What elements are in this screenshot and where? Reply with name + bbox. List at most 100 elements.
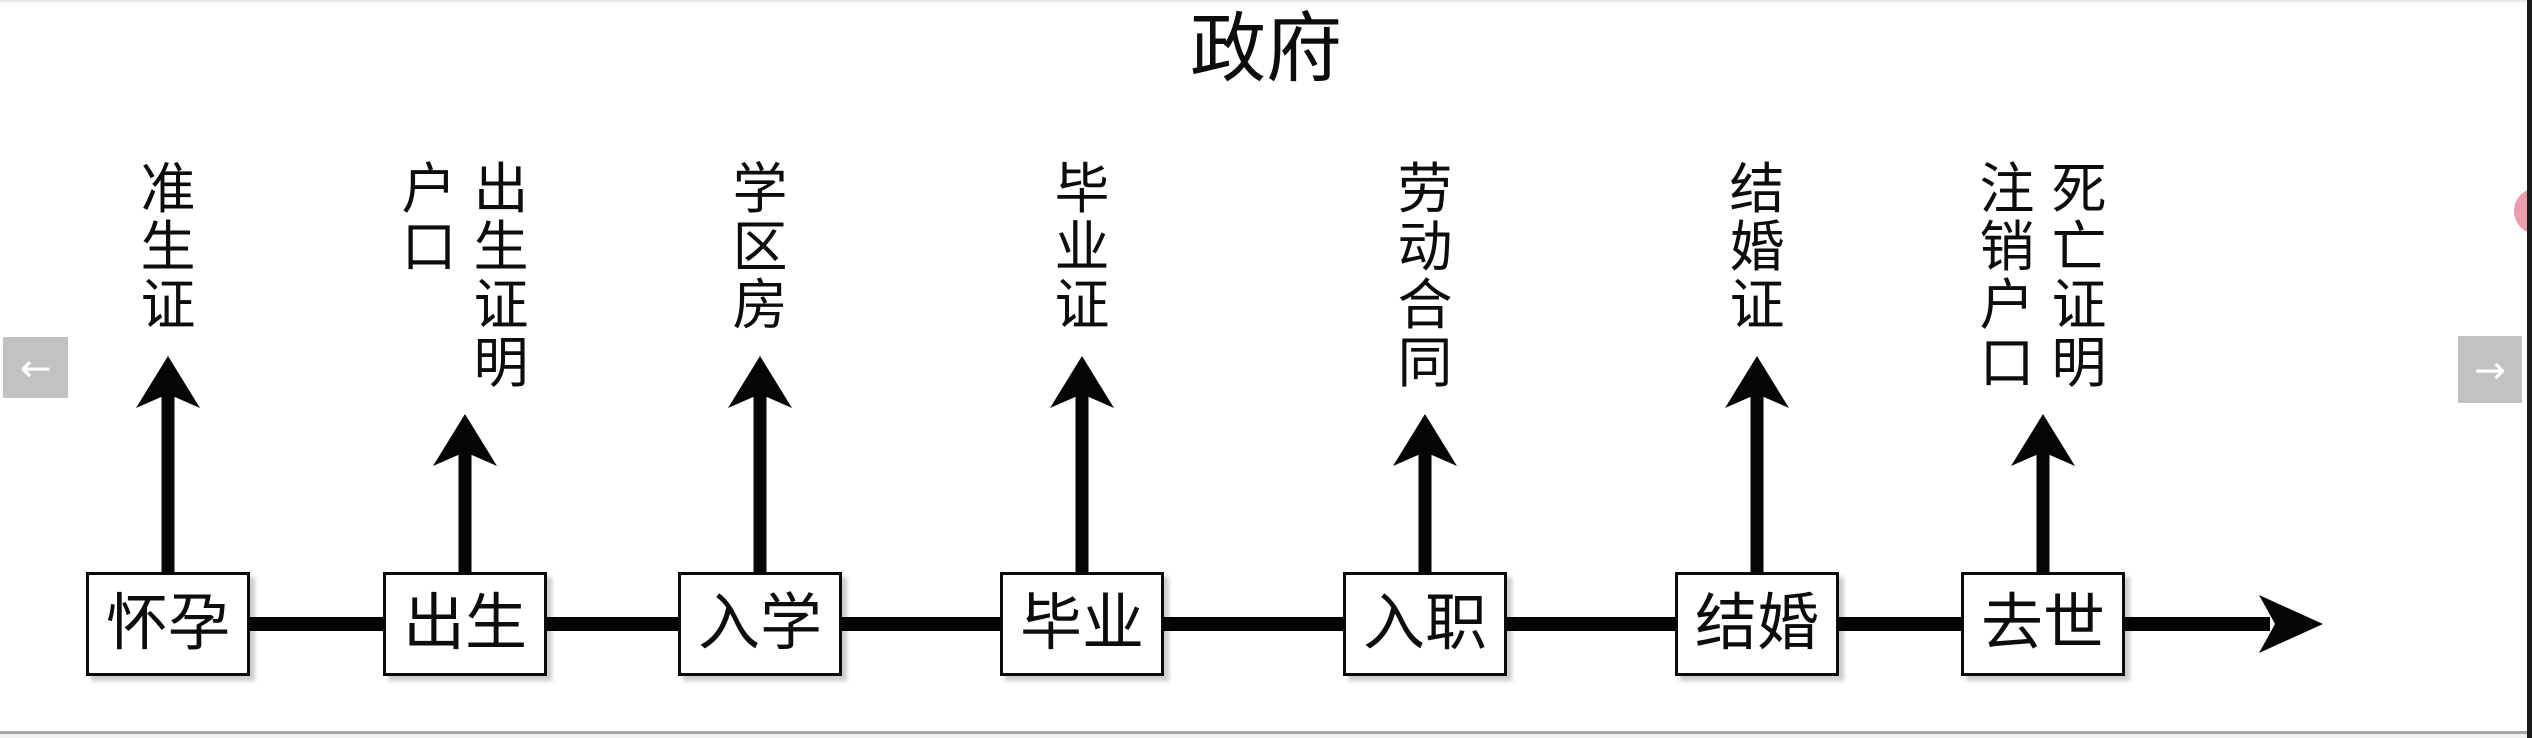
document-char: 证	[1729, 274, 1785, 336]
document-column: 劳动合同	[1396, 160, 1454, 392]
document-column: 准生证	[139, 160, 197, 334]
timeline-stage: 劳动合同 入职	[1305, 0, 1545, 738]
event-box: 结婚	[1675, 572, 1839, 676]
document-char: 户	[1979, 274, 2035, 336]
timeline-stage: 准生证 怀孕	[48, 0, 288, 738]
document-column: 毕业证	[1053, 160, 1111, 334]
up-arrow	[136, 356, 200, 572]
left-arrow-icon: ←	[19, 345, 52, 390]
document-label: 户口出生证明	[400, 160, 530, 392]
event-label: 入学	[697, 589, 822, 658]
document-char: 结	[1729, 158, 1785, 220]
document-char: 业	[1054, 216, 1110, 278]
up-arrow	[1050, 356, 1114, 572]
document-column: 注销户口	[1978, 160, 2036, 392]
document-char: 证	[1054, 274, 1110, 336]
prev-slide-button[interactable]: ←	[3, 337, 68, 398]
up-arrow-shaft	[1418, 448, 1432, 572]
bottom-border	[0, 731, 2532, 734]
up-arrowhead-icon	[1050, 356, 1114, 408]
page-title: 政府	[1190, 7, 1342, 92]
document-char: 劳	[1397, 158, 1453, 220]
document-char: 注	[1979, 158, 2035, 220]
next-slide-button[interactable]: →	[2458, 336, 2522, 403]
up-arrow-shaft	[753, 390, 767, 572]
event-label: 结婚	[1694, 589, 1819, 658]
bottom-haze	[0, 734, 2532, 738]
up-arrowhead-icon	[1725, 356, 1789, 408]
document-label: 学区房	[731, 160, 789, 334]
document-char: 明	[473, 332, 529, 394]
event-label: 毕业	[1019, 589, 1144, 658]
timeline-stage: 学区房 入学	[640, 0, 880, 738]
event-label: 出生	[402, 589, 527, 658]
document-column: 户口	[400, 160, 458, 392]
document-label: 结婚证	[1728, 160, 1786, 334]
right-border	[2527, 0, 2532, 738]
up-arrow-shaft	[2036, 448, 2050, 572]
event-label: 去世	[1980, 589, 2105, 658]
document-column: 结婚证	[1728, 160, 1786, 334]
document-label: 准生证	[139, 160, 197, 334]
event-box: 出生	[383, 572, 547, 676]
up-arrow	[1725, 356, 1789, 572]
document-label: 毕业证	[1053, 160, 1111, 334]
up-arrowhead-icon	[2011, 414, 2075, 466]
timeline-stage: 毕业证 毕业	[962, 0, 1202, 738]
document-char: 合	[1397, 274, 1453, 336]
timeline-end-arrowhead	[2259, 595, 2323, 653]
event-label: 怀孕	[105, 589, 230, 658]
document-char: 户	[401, 158, 457, 220]
document-label: 注销户口死亡证明	[1978, 160, 2108, 392]
document-char: 死	[2051, 158, 2107, 220]
document-char: 生	[140, 216, 196, 278]
top-border	[0, 0, 2532, 2]
up-arrow-shaft	[1075, 390, 1089, 572]
event-label: 入职	[1362, 589, 1487, 658]
document-char: 区	[732, 216, 788, 278]
document-char: 毕	[1054, 158, 1110, 220]
up-arrowhead-icon	[433, 414, 497, 466]
event-box: 毕业	[1000, 572, 1164, 676]
event-box: 怀孕	[86, 572, 250, 676]
document-char: 婚	[1729, 216, 1785, 278]
up-arrowhead-icon	[728, 356, 792, 408]
document-char: 证	[140, 274, 196, 336]
document-char: 口	[401, 216, 457, 278]
document-column: 学区房	[731, 160, 789, 334]
up-arrow-shaft	[161, 390, 175, 572]
timeline-stage: 注销户口死亡证明 去世	[1923, 0, 2163, 738]
document-char: 同	[1397, 332, 1453, 394]
document-column: 死亡证明	[2050, 160, 2108, 392]
document-char: 生	[473, 216, 529, 278]
document-char: 准	[140, 158, 196, 220]
event-box: 入学	[678, 572, 842, 676]
document-char: 证	[473, 274, 529, 336]
up-arrow	[1393, 414, 1457, 572]
document-char: 出	[473, 158, 529, 220]
timeline-stage: 户口出生证明 出生	[345, 0, 585, 738]
document-char: 明	[2051, 332, 2107, 394]
up-arrow	[433, 414, 497, 572]
document-char: 动	[1397, 216, 1453, 278]
up-arrow	[728, 356, 792, 572]
document-char: 亡	[2051, 216, 2107, 278]
document-char: 证	[2051, 274, 2107, 336]
document-char: 学	[732, 158, 788, 220]
document-char: 房	[732, 274, 788, 336]
document-char: 销	[1979, 216, 2035, 278]
up-arrowhead-icon	[136, 356, 200, 408]
up-arrowhead-icon	[1393, 414, 1457, 466]
up-arrow-shaft	[1750, 390, 1764, 572]
document-label: 劳动合同	[1396, 160, 1454, 392]
up-arrow	[2011, 414, 2075, 572]
timeline-stage: 结婚证 结婚	[1637, 0, 1877, 738]
up-arrow-shaft	[458, 448, 472, 572]
top-haze	[0, 2, 2532, 7]
document-column: 出生证明	[472, 160, 530, 392]
event-box: 入职	[1343, 572, 1507, 676]
document-char: 口	[1979, 332, 2035, 394]
event-box: 去世	[1961, 572, 2125, 676]
